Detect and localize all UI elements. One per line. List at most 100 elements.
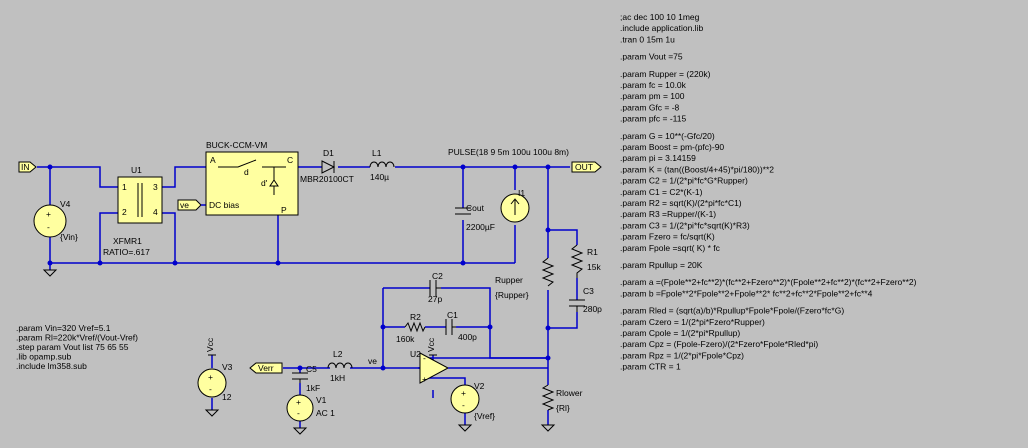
l1-name: L1	[372, 148, 382, 158]
minus-sign: -	[47, 222, 50, 232]
u1-name: U1	[131, 165, 142, 175]
directive-line: .step param Vout list 75 65 55	[16, 342, 129, 352]
v3-value: 12	[222, 392, 232, 402]
directive-line: .param G = 10**(-Gfc/20)	[620, 131, 715, 141]
transformer-u1[interactable]: 1 2 3 4 U1 XFMR1 RATIO=.617	[103, 165, 163, 257]
c1-name: C1	[447, 310, 458, 320]
ve-port-label: ve	[180, 200, 189, 210]
vcc-label-v3: Vcc	[205, 337, 216, 356]
directive-line: .param Fzero = fc/sqrt(K)	[620, 232, 715, 242]
directive-line: .param Rpullup = 20K	[620, 260, 703, 270]
wires	[37, 166, 578, 428]
ve-port[interactable]: ve	[177, 199, 206, 211]
directive-line: .lib opamp.sub	[16, 352, 72, 362]
opamp-plus: +	[422, 374, 427, 384]
pin2-label: 2	[122, 207, 127, 217]
directive-line: .param a =(Fpole**2+fc**2)*(fc**2+Fzero*…	[620, 277, 917, 287]
directive-line: ;ac dec 100 10 1meg	[620, 12, 700, 22]
capacitor-c5[interactable]: C5 1kF	[292, 364, 320, 393]
c1-value: 400p	[458, 332, 477, 342]
c3-name: C3	[583, 286, 594, 296]
buck-pin-c: C	[287, 155, 293, 165]
directive-line: .param Vout =75	[620, 52, 683, 62]
u1-ratio: RATIO=.617	[103, 247, 150, 257]
directive-line: .param C1 = C2*(K-1)	[620, 187, 703, 197]
cout-name: Cout	[466, 203, 485, 213]
ground-symbol	[457, 424, 473, 432]
rupper-name: Rupper	[495, 275, 523, 285]
current-source-i1[interactable]: I1	[500, 188, 530, 223]
buck-name: BUCK-CCM-VM	[206, 140, 267, 150]
diode-d1[interactable]: D1 MBR20100CT	[300, 148, 354, 184]
inductor-l1[interactable]: L1 140µ	[369, 148, 395, 182]
directive-line: .param Boost = pm-(pfc)-90	[620, 142, 724, 152]
capacitor-cout[interactable]: Cout 2200µF	[455, 203, 495, 232]
out-port[interactable]: OUT	[571, 161, 602, 173]
ground-symbol	[204, 409, 220, 417]
junction-dots	[47, 164, 551, 371]
rupper-value: {Rupper}	[495, 290, 529, 300]
directive-line: .param K = (tan((Boost/4+45)*pi/180))**2	[620, 164, 774, 174]
directive-line: .param Vin=320 Vref=5.1	[16, 323, 111, 333]
pin1-label: 1	[122, 182, 127, 192]
directive-line: .param Rpz = 1/(2*pi*Fpole*Cpz)	[620, 350, 744, 360]
rlower-value: {Rl}	[556, 403, 570, 413]
directive-line: .param Rl=220k*Vref/(Vout-Vref)	[16, 333, 138, 343]
c2-name: C2	[432, 271, 443, 281]
spice-directives-left: .param Vin=320 Vref=5.1.param Rl=220k*Vr…	[16, 323, 138, 371]
voltage-source-v1[interactable]: + - V1 AC 1	[286, 394, 335, 422]
v3-name: V3	[222, 362, 233, 372]
resistor-r2[interactable]: R2 160k	[396, 312, 426, 344]
vcc2-label: Vcc	[426, 337, 436, 352]
verr-port-label: Verr	[258, 363, 274, 373]
ground-symbol	[42, 269, 58, 277]
capacitor-c2[interactable]: C2 27p	[428, 271, 443, 304]
resistor-r1[interactable]: R1 15k	[570, 244, 601, 278]
buck-ccm-vm-block[interactable]: BUCK-CCM-VM A C P d d' DC bias	[205, 140, 299, 216]
u2-name: U2	[410, 349, 421, 359]
v2-value: {Vref}	[474, 411, 495, 421]
v2-name: V2	[474, 381, 485, 391]
capacitor-c3[interactable]: C3 280p	[569, 286, 602, 314]
pulse-spec: PULSE(18 9 5m 100u 100u 8m)	[448, 147, 569, 157]
voltage-source-v3[interactable]: + - V3 12	[197, 362, 233, 402]
out-port-label: OUT	[575, 162, 593, 172]
ground-symbol	[540, 424, 556, 432]
opamp-u2[interactable]: - + U2	[410, 349, 548, 384]
directive-line: .param Cpole = 1/(2*pi*Rpullup)	[620, 328, 740, 338]
buck-pin-a: A	[210, 155, 216, 165]
r2-name: R2	[410, 312, 421, 322]
resistor-rupper[interactable]: Rupper {Rupper}	[495, 257, 555, 300]
minus-sign: -	[462, 400, 465, 410]
directive-line: .param C2 = 1/(2*pi*fc*G*Rupper)	[620, 176, 748, 186]
inductor-l2[interactable]: L2 1kH	[327, 349, 353, 383]
c3-value: 280p	[583, 304, 602, 314]
buck-dprime: d'	[261, 178, 268, 188]
voltage-source-v4[interactable]: + - V4 {Vin}	[33, 199, 78, 242]
in-port[interactable]: IN	[18, 161, 37, 173]
directive-line: .include application.lib	[620, 23, 703, 33]
c5-value: 1kF	[306, 383, 320, 393]
plus-sign: +	[208, 372, 213, 382]
directive-line: .param pm = 100	[620, 91, 685, 101]
rlower-name: Rlower	[556, 388, 583, 398]
u1-type: XFMR1	[113, 236, 142, 246]
plus-sign: +	[461, 388, 466, 398]
cout-value: 2200µF	[466, 222, 495, 232]
directive-line: .param R2 = sqrt(K)/(2*pi*fc*C1)	[620, 198, 742, 208]
buck-dcbias: DC bias	[209, 200, 239, 210]
directive-line: .param b =Fpole**2*Fpole**2+Fpole**2* fc…	[620, 288, 873, 298]
voltage-source-v2[interactable]: + - V2 {Vref}	[450, 381, 495, 421]
pin4-label: 4	[153, 207, 158, 217]
d1-value: MBR20100CT	[300, 174, 354, 184]
directive-line: .param Fpole =sqrt( K) * fc	[620, 243, 721, 253]
capacitor-c1[interactable]: C1 400p	[445, 310, 477, 342]
v4-name: V4	[60, 199, 71, 209]
verr-port[interactable]: Verr	[249, 362, 283, 374]
directive-line: .param fc = 10.0k	[620, 80, 687, 90]
minus-sign: -	[297, 408, 300, 418]
directive-line: .param Gfc = -8	[620, 102, 680, 112]
resistor-rlower[interactable]: Rlower {Rl}	[541, 384, 583, 413]
pin3-label: 3	[153, 182, 158, 192]
